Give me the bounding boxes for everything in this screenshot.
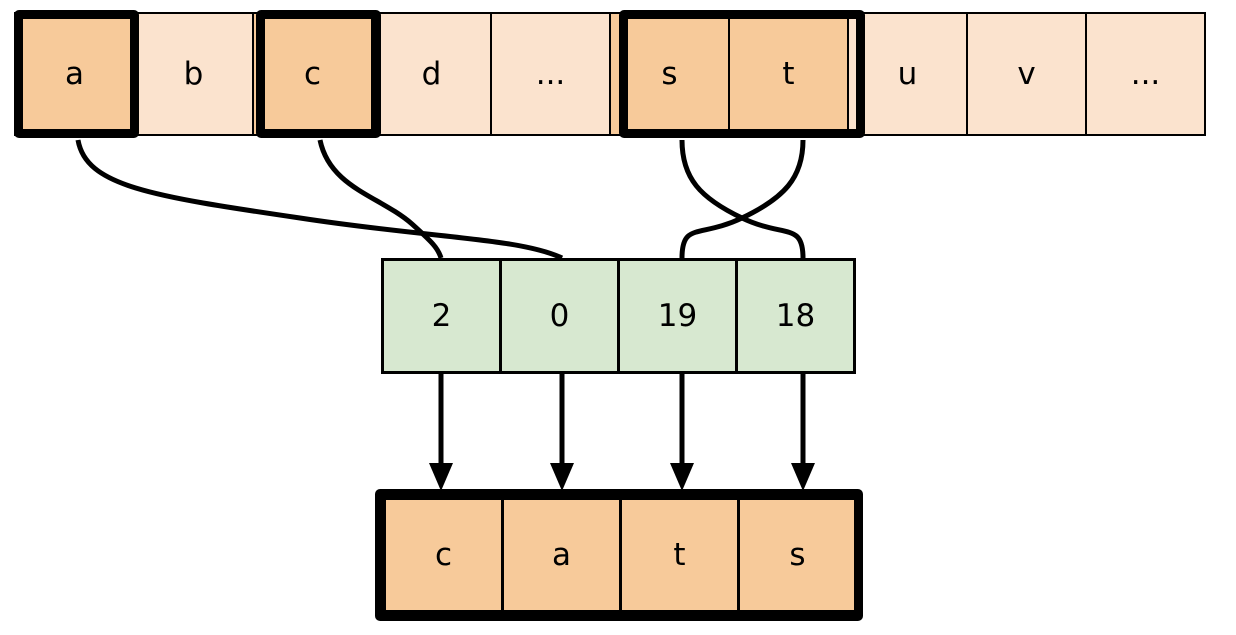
alphabet-cell-c[interactable]: c — [252, 12, 373, 136]
mapping-curve-a-to-0 — [75, 139, 564, 261]
arrow-index1-to-result1 — [550, 374, 574, 491]
alphabet-cell-v[interactable]: v — [966, 12, 1087, 136]
mapping-curve-s-to-18 — [679, 139, 806, 259]
arrow-index3-to-result3 — [791, 374, 815, 491]
alphabet-cell-d[interactable]: d — [371, 12, 492, 136]
result-row: c a t s — [383, 497, 858, 613]
alphabet-cell-b[interactable]: b — [133, 12, 254, 136]
index-cell-1[interactable]: 0 — [499, 258, 620, 374]
arrow-index0-to-result0 — [429, 374, 453, 491]
alphabet-cell-a[interactable]: a — [14, 12, 135, 136]
alphabet-cell-u[interactable]: u — [847, 12, 968, 136]
alphabet-cell-ellipsis-2[interactable]: ... — [1085, 12, 1206, 136]
mapping-curve-t-to-19 — [679, 139, 806, 259]
result-cell-1[interactable]: a — [501, 497, 622, 613]
arrow-index2-to-result2 — [670, 374, 694, 491]
alphabet-cell-s[interactable]: s — [609, 12, 730, 136]
index-cell-3[interactable]: 18 — [735, 258, 856, 374]
mapping-curve-c-to-2 — [317, 139, 444, 259]
alphabet-row: a b c d ... s t u v ... — [14, 12, 1206, 136]
index-cell-2[interactable]: 19 — [617, 258, 738, 374]
result-cell-3[interactable]: s — [737, 497, 858, 613]
result-cell-0[interactable]: c — [383, 497, 504, 613]
index-row: 2 0 19 18 — [381, 258, 856, 374]
result-cell-2[interactable]: t — [619, 497, 740, 613]
index-cell-0[interactable]: 2 — [381, 258, 502, 374]
alphabet-cell-ellipsis-1[interactable]: ... — [490, 12, 611, 136]
alphabet-cell-t[interactable]: t — [728, 12, 849, 136]
